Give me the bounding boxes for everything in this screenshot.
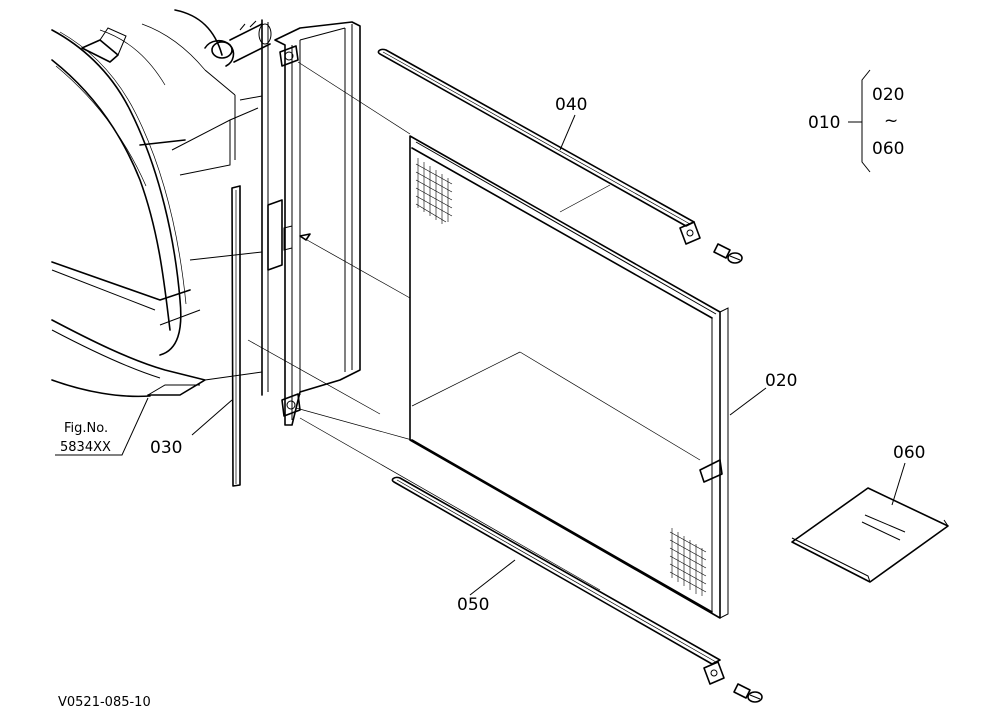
assembly-label: 010 <box>808 113 840 133</box>
part-060-booklet <box>791 487 949 583</box>
fig-ref-line1: Fig.No. <box>64 421 108 436</box>
machine-body-drawing <box>51 9 272 398</box>
mounting-frame-drawing <box>267 21 361 426</box>
fig-ref-line2: 5834XX <box>60 440 111 455</box>
assembly-range-end: 060 <box>872 139 904 159</box>
part-label-060: 060 <box>893 443 925 463</box>
part-020-screen-panel <box>409 135 729 619</box>
projection-lines <box>247 61 701 591</box>
part-label-050: 050 <box>457 595 489 615</box>
bolt-icon <box>733 683 763 703</box>
assembly-range-tilde: ~ <box>884 111 898 131</box>
part-label-020: 020 <box>765 371 797 391</box>
part-040-top-rail <box>377 48 701 245</box>
part-label-030: 030 <box>150 438 182 458</box>
label-leaders <box>55 69 906 596</box>
part-050-bottom-rail <box>391 476 725 685</box>
assembly-range-start: 020 <box>872 85 904 105</box>
part-label-040: 040 <box>555 95 587 115</box>
part-030-seal-strip <box>231 185 241 487</box>
drawing-id: V0521-085-10 <box>58 695 151 710</box>
bolt-icon <box>713 243 743 264</box>
